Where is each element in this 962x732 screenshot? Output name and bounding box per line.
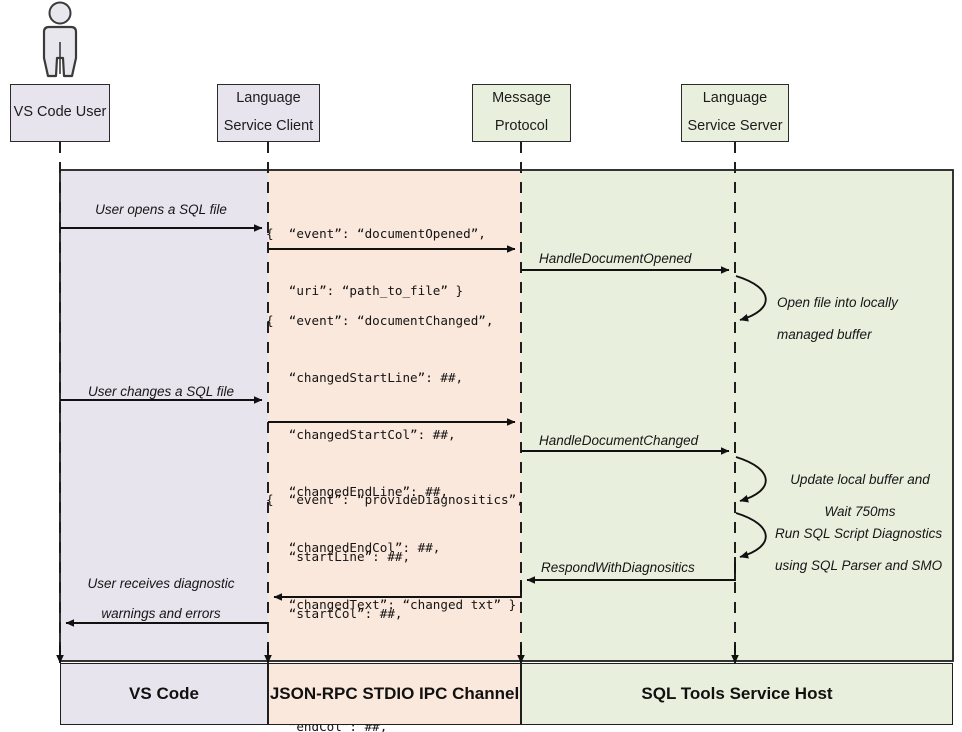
label-user-changes-sql-file: User changes a SQL file <box>60 385 262 399</box>
json-document-changed: { “event”: “documentChanged”, “changedSt… <box>266 290 516 637</box>
lifeline-label-line1: VS Code User <box>13 104 107 121</box>
footer-label: JSON-RPC STDIO IPC Channel <box>269 684 520 703</box>
note-run-diagnostics: Run SQL Script Diagnostics using SQL Par… <box>775 527 942 572</box>
label-handle-document-changed: HandleDocumentChanged <box>539 433 699 448</box>
note-open-file-buffer: Open file into locally managed buffer <box>777 296 898 341</box>
json-line: “changedEndLine”: ##, <box>266 483 448 499</box>
lifeline-label-line1: Language <box>702 90 768 107</box>
json-line: “changedText”: “changed txt” } <box>266 597 517 613</box>
json-line: “startCol”: ##, <box>266 605 403 621</box>
note-line1: Run SQL Script Diagnostics <box>775 526 943 541</box>
label-user-receives-diagnostics: User receives diagnostic warnings and er… <box>58 577 264 620</box>
note-update-buffer-wait: Update local buffer and Wait 750ms <box>775 473 945 518</box>
footer-cell-ipc-channel: JSON-RPC STDIO IPC Channel <box>268 663 521 725</box>
lifeline-box-vscode-user: VS Code User <box>10 84 110 142</box>
footer-cell-vs-code: VS Code <box>60 663 268 725</box>
note-line2: using SQL Parser and SMO <box>775 557 943 573</box>
json-line: “changedEndCol”: ##, <box>266 540 441 556</box>
footer-label: SQL Tools Service Host <box>641 684 833 703</box>
label-line1: User receives diagnostic <box>87 576 235 591</box>
label-respond-with-diagnostics: RespondWithDiagnositics <box>541 560 695 575</box>
json-line: { “event”: “documentChanged”, <box>266 313 494 329</box>
lifeline-box-language-service-server: Language Service Server <box>681 84 789 142</box>
json-line: { “event”: “provideDiagnositics”, <box>266 492 524 508</box>
note-line1: Update local buffer and <box>790 472 930 487</box>
band-service-host <box>521 170 953 661</box>
user-actor-icon <box>42 1 78 78</box>
label-line1: User changes a SQL file <box>87 384 235 399</box>
footer-label: VS Code <box>129 684 199 703</box>
lifeline-label-line2: Service Server <box>687 118 783 134</box>
note-line2: Wait 750ms <box>824 503 896 519</box>
json-document-opened: { “event”: “documentOpened”, “uri”: “pat… <box>266 203 486 323</box>
lifeline-box-message-protocol: Message Protocol <box>472 84 571 142</box>
label-user-opens-sql-file: User opens a SQL file <box>60 203 262 217</box>
json-line: “changedStartCol”: ##, <box>266 426 456 442</box>
lifeline-label-line2: Protocol <box>494 118 549 134</box>
lifeline-label-line1: Message <box>492 90 551 107</box>
lifeline-label-line1: Language <box>236 90 301 107</box>
json-line: “endCol”: ##, <box>266 719 388 732</box>
label-line1: User opens a SQL file <box>95 202 227 217</box>
note-line2: managed buffer <box>777 326 872 342</box>
lifeline-box-language-service-client: Language Service Client <box>217 84 320 142</box>
json-line: { “event”: “documentOpened”, <box>266 226 486 242</box>
json-line: “changedStartLine”: ##, <box>266 369 464 385</box>
label-line2: warnings and errors <box>101 605 221 621</box>
note-line1: Open file into locally <box>777 295 898 310</box>
lifeline-label-line2: Service Client <box>223 118 314 134</box>
json-line: “startLine”: ##, <box>266 548 411 564</box>
label-handle-document-opened: HandleDocumentOpened <box>539 251 692 266</box>
json-line: “uri”: “path_to_file” } <box>266 282 464 298</box>
footer-cell-service-host: SQL Tools Service Host <box>521 663 953 725</box>
